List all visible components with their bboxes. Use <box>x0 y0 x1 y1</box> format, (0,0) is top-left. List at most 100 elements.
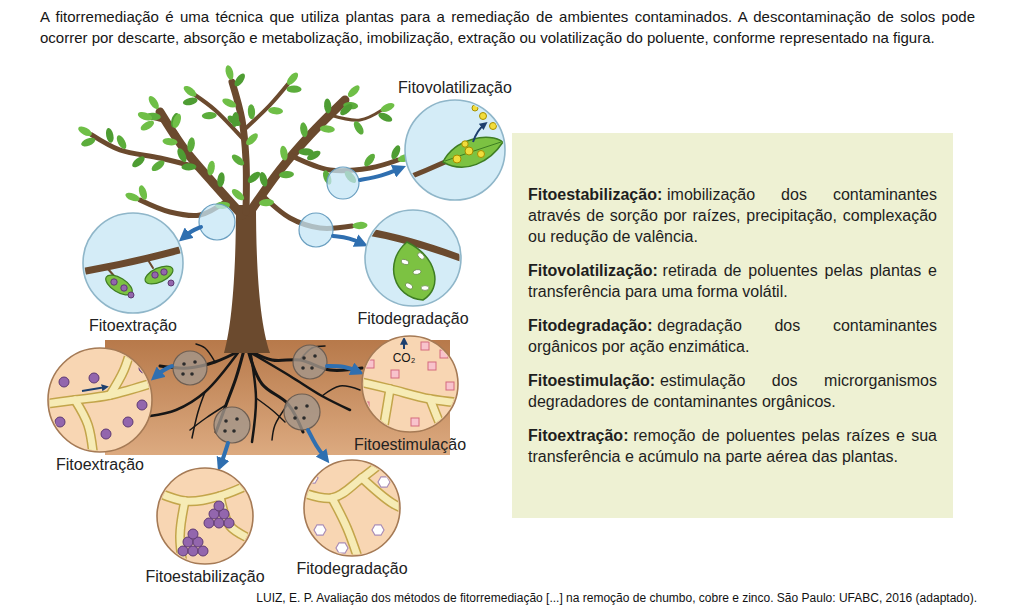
process-label: Fitovolatilização <box>398 78 512 97</box>
zoom-spot <box>199 204 235 240</box>
tree-leaf <box>181 163 196 170</box>
tree-leaf <box>362 152 377 168</box>
tree-leaf <box>221 97 238 110</box>
metal-particle <box>224 518 234 528</box>
contaminant-square <box>428 362 436 370</box>
source-caption: LUIZ, E. P. Avaliação dos métodos de fit… <box>256 591 977 606</box>
tree-leaf <box>352 120 366 137</box>
process-label: Fitodegradação <box>357 309 468 328</box>
uptake-arrow <box>82 387 106 391</box>
release-arrow <box>473 124 485 142</box>
metal-particle <box>128 292 134 298</box>
metal-particle <box>55 417 65 427</box>
zoom-circle: Fitoestimulação <box>362 336 458 432</box>
zoom-circle-art <box>157 468 253 564</box>
zoom-circle-border <box>365 210 461 306</box>
contaminant-speck <box>232 429 236 433</box>
definition-term: Fitovolatilização: <box>528 262 658 279</box>
root-zoom <box>348 379 472 404</box>
degraded-molecule <box>336 543 348 553</box>
tree-leaf <box>139 119 156 133</box>
contaminant-square <box>391 370 399 378</box>
metal-particle <box>123 417 133 427</box>
tree-leaf <box>305 149 322 163</box>
tree-leaf <box>150 158 166 173</box>
zoom-arrow <box>308 430 326 459</box>
tree-leaf <box>186 137 196 153</box>
degraded-particle <box>400 258 409 265</box>
contaminant-speck <box>182 362 186 366</box>
tree-leaf <box>162 137 178 146</box>
tree-leaf <box>259 198 275 206</box>
process-label: Fitodegradação <box>296 559 407 578</box>
metal-particle <box>188 546 198 556</box>
metal-particle <box>214 501 224 511</box>
zoom-circle-art <box>83 213 183 313</box>
zoom-spot <box>327 167 359 199</box>
tree-leaf <box>137 110 154 122</box>
root-zoom <box>143 476 267 501</box>
contaminant-speck <box>223 429 227 433</box>
zoom-arrow <box>155 366 172 377</box>
contaminant-speck <box>310 366 314 370</box>
zoom-circle: Fitovolatilização <box>405 100 505 200</box>
zoom-arrow <box>220 443 228 466</box>
tree-branch <box>244 84 288 130</box>
metal-particle <box>59 377 69 387</box>
tree-leaf <box>352 221 367 229</box>
volatile-particle <box>480 113 487 120</box>
root-outline <box>143 476 267 501</box>
tree-leaf <box>320 125 336 133</box>
contaminant-speck <box>302 356 306 360</box>
tree-leaf <box>268 106 284 115</box>
contaminant-speck <box>302 416 306 420</box>
tree-leaf <box>279 145 289 161</box>
contaminant-speck <box>305 404 309 408</box>
root-line <box>250 350 256 442</box>
tree-leaf <box>285 71 300 87</box>
tree-leaf <box>231 112 240 128</box>
process-label: Fitoestimulação <box>354 435 466 454</box>
root-line <box>322 386 360 396</box>
tree-leaf <box>244 131 260 147</box>
intro-text: A fitorremediação é uma técnica que util… <box>40 6 975 48</box>
zoom-circle-fill <box>405 100 505 200</box>
contaminant-square <box>411 418 419 426</box>
zoom-circle-fill <box>157 468 253 564</box>
contaminant-speck <box>224 419 228 423</box>
tree-leaf <box>216 172 225 188</box>
zoom-circle: Fitoestabilização <box>157 468 253 564</box>
degraded-particle <box>416 251 425 260</box>
metal-particle <box>111 279 117 285</box>
definition-box: Fitoestabilização:imobilização dos conta… <box>512 133 953 518</box>
metal-particle <box>188 529 198 539</box>
zoom-circle-art <box>365 210 461 306</box>
zoom-circle: Fitoextração <box>48 348 152 452</box>
tree-leaf <box>287 86 302 93</box>
process-label: Fitoextração <box>89 316 177 335</box>
process-label: Fitoextração <box>56 455 144 474</box>
metal-particle <box>214 518 224 528</box>
tree-leaf <box>377 111 394 124</box>
tree-leaf <box>230 187 246 202</box>
contaminant-speck <box>293 416 297 420</box>
zoom-circle-border <box>405 100 505 200</box>
definition-term: Fitodegradação: <box>528 317 652 334</box>
contaminant-speck <box>313 354 317 358</box>
tree-leaf <box>182 96 198 106</box>
degraded-molecule <box>378 477 390 487</box>
zoom-arrow <box>327 366 359 372</box>
leaf-zoom <box>394 242 435 300</box>
tree-leaf <box>379 101 396 114</box>
root-line <box>150 350 240 416</box>
degraded-particle <box>404 282 413 290</box>
zoom-circle: Fitodegradação <box>365 210 461 306</box>
volatile-particle <box>462 141 468 147</box>
zoom-arrow <box>333 236 363 244</box>
contaminant-square <box>421 342 429 350</box>
zoom-circle-border <box>48 348 152 452</box>
tree-leaf <box>171 113 183 130</box>
tree-leaf <box>130 154 146 169</box>
root-zoom <box>110 338 134 395</box>
definition-term: Fitoestabilização: <box>528 186 662 203</box>
